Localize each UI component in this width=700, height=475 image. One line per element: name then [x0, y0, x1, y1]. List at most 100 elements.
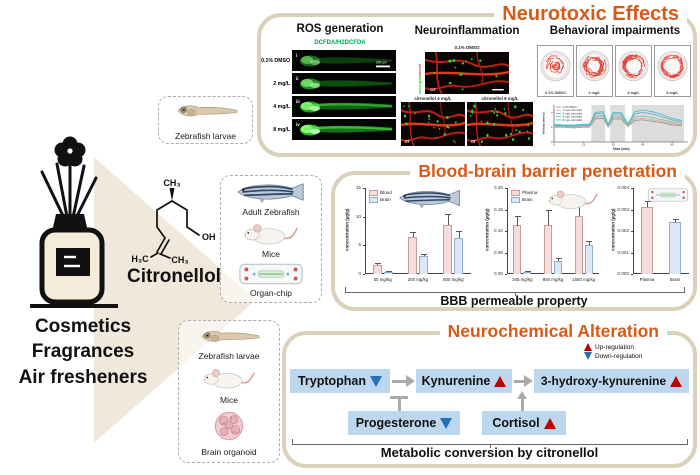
- x-tick-label: 850 mg/kg: [542, 277, 564, 282]
- dish-label: 0.1% DMSO: [544, 91, 567, 95]
- panel-bbb: Blood-brain barrier penetration 0 5 10 15 co…: [331, 161, 697, 311]
- model-label: Organ-chip: [249, 288, 293, 299]
- error-bar: [458, 231, 460, 238]
- error-bar: [675, 219, 676, 223]
- svg-text:OT: OT: [430, 87, 436, 92]
- diffuser-illustration: [26, 136, 122, 312]
- model-label: Brain organoid: [201, 446, 257, 457]
- ros-image: iii: [292, 96, 396, 117]
- svg-text:iii: iii: [296, 99, 300, 104]
- y-tick: [631, 274, 633, 275]
- model-label: Zebrafish larvae: [175, 130, 236, 141]
- product-sources: Cosmetics Fragrances Air fresheners: [0, 314, 166, 390]
- ni-condition-label: 0.1% DMSO: [454, 45, 480, 50]
- y-tick-label: 0.05: [494, 249, 503, 255]
- node-kynurenine: Kynurenine: [416, 369, 512, 393]
- locomotion-dish: 2 mg/L: [576, 45, 613, 97]
- y-tick-label: 0.000: [617, 271, 630, 276]
- ros-image: iv: [292, 119, 396, 140]
- mouse-icon: [547, 187, 599, 211]
- y-tick-label: 5: [358, 242, 361, 248]
- svg-text:200 μm: 200 μm: [376, 61, 387, 65]
- y-tick: [505, 209, 507, 211]
- plot-area: [633, 188, 689, 274]
- ros-dose-label: 2 mg/L: [273, 80, 290, 87]
- svg-text:60: 60: [671, 142, 675, 146]
- dish-label: 4 mg/L: [627, 91, 640, 95]
- svg-text:0.1% DMSO: 0.1% DMSO: [563, 105, 577, 109]
- zebrafish-larva-icon: [197, 327, 261, 346]
- model-label: Adult Zebrafish: [242, 207, 300, 218]
- y-tick: [505, 274, 507, 275]
- up-triangle-icon: [584, 343, 592, 351]
- pathway-arrow-line: [392, 379, 407, 383]
- svg-text:CH₃: CH₃: [163, 178, 180, 188]
- error-bar-cap: [555, 257, 562, 259]
- error-bar: [588, 240, 590, 245]
- error-bar: [558, 257, 559, 262]
- bar: [408, 236, 417, 274]
- y-tick-label: 0.10: [494, 228, 503, 233]
- ros-image: ii: [292, 73, 396, 94]
- pathway-arrow-head: [524, 375, 533, 387]
- error-bar-cap: [445, 213, 452, 215]
- x-tick-label: 500 mg/kg: [443, 277, 464, 282]
- model-box-bbb: Adult Zebrafish Mice Organ-chip: [220, 175, 322, 303]
- error-bar-cap: [374, 262, 381, 264]
- bar: [454, 237, 464, 274]
- ni-condition-label: citronellol 8 mg/L: [481, 96, 519, 101]
- locomotion-dish: 0.1% DMSO: [537, 45, 574, 97]
- ros-title: ROS generation: [296, 23, 384, 35]
- compound-name: Citronellol: [127, 266, 221, 287]
- y-tick-label: 0.001: [617, 249, 630, 255]
- panel-title: Neurotoxic Effects: [494, 3, 687, 25]
- svg-text:4: 4: [551, 110, 553, 114]
- error-bar-cap: [672, 219, 679, 221]
- y-tick: [631, 188, 633, 189]
- y-tick: [363, 216, 365, 218]
- product-air-fresheners: Air fresheners: [18, 366, 148, 388]
- bar: [574, 215, 583, 274]
- error-bar-cap: [545, 209, 552, 211]
- x-tick-label: Plasma: [639, 277, 655, 282]
- svg-text:OH: OH: [202, 232, 216, 242]
- regulation-legend: Up-regulation Down-regulation: [584, 343, 642, 360]
- legend-entry: Brain: [511, 197, 533, 203]
- citronellol-structure: CH₃ OH H₃C CH₃: [128, 176, 220, 268]
- pathway-arrow-head: [406, 375, 415, 387]
- y-tick-label: 15: [355, 185, 361, 190]
- y-tick-label: 0: [358, 271, 361, 276]
- plot-area: [365, 188, 471, 274]
- ni-image-dmso: OT: [423, 51, 511, 95]
- svg-text:iv: iv: [296, 122, 300, 127]
- model-box-larvae: Zebrafish larvae: [158, 96, 253, 144]
- bar: [669, 222, 681, 274]
- mouse-icon: [200, 366, 258, 390]
- error-bar-cap: [421, 253, 427, 255]
- panel-title: Blood-brain barrier penetration: [410, 161, 685, 182]
- y-tick: [363, 245, 365, 247]
- y-tick-label: 10: [355, 213, 361, 219]
- error-bar: [447, 213, 449, 226]
- svg-text:Velocity (mm/s): Velocity (mm/s): [541, 112, 545, 134]
- y-axis-label: concentration (μg/g): [344, 208, 350, 251]
- locomotion-dish: 4 mg/L: [615, 45, 652, 97]
- error-bar-cap: [586, 240, 593, 242]
- y-tick-label: 0.00: [494, 271, 503, 276]
- panel-neurotoxic: Neurotoxic Effects ROS generation DCFDA/…: [257, 3, 697, 157]
- x-tick-label: 345 mg/kg: [512, 277, 533, 282]
- model-label: Zebrafish larvae: [198, 350, 260, 361]
- regulation-triangle-icon: [543, 417, 556, 429]
- error-bar-cap: [514, 216, 521, 217]
- svg-text:2: 2: [551, 125, 553, 129]
- bar: [383, 271, 393, 274]
- product-fragrances: Fragrances: [31, 341, 135, 363]
- plot-area: [507, 188, 599, 274]
- ni-channel-label: microgliavessel: [417, 54, 422, 94]
- ros-dose-label: 0.1% DMSO: [261, 57, 290, 64]
